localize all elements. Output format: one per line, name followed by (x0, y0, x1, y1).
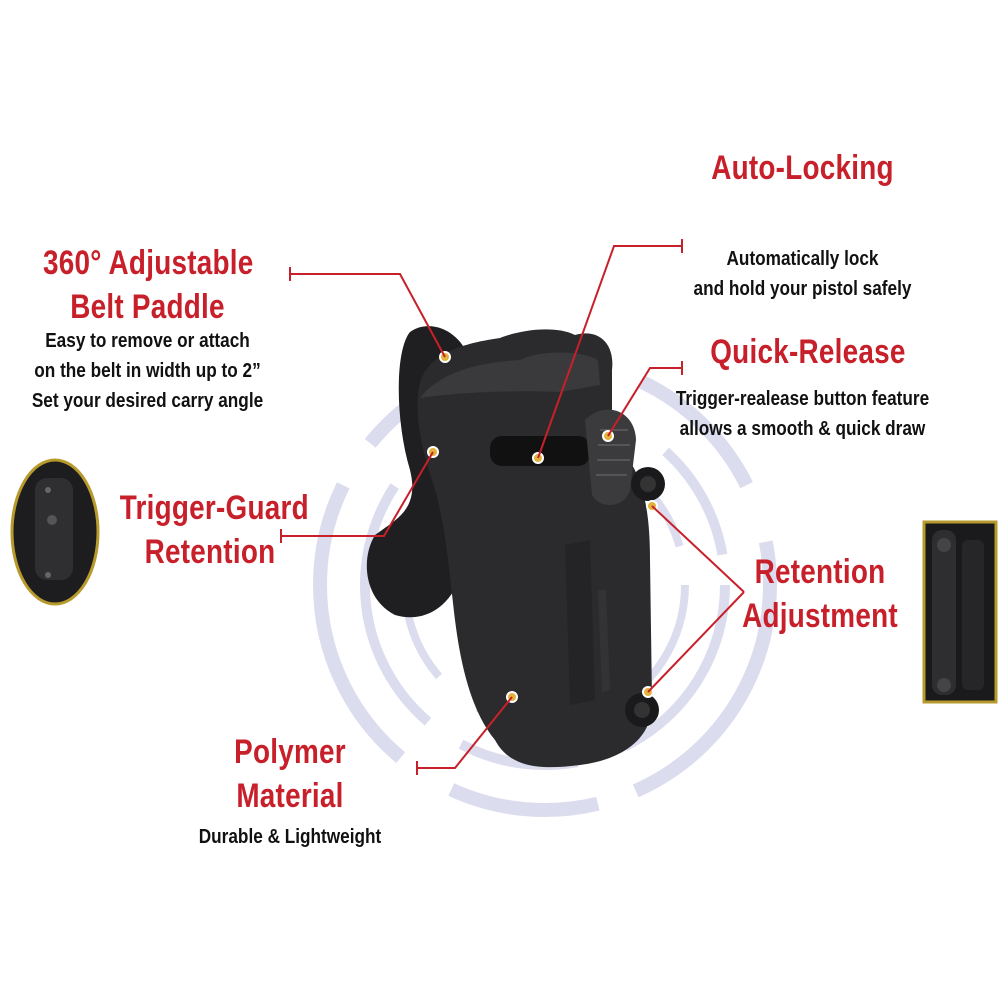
trigger-guard-title: Trigger-Guard Retention (119, 489, 309, 571)
callout-lines (280, 239, 745, 775)
holster-opening (420, 352, 600, 398)
polymer-desc: Durable & Lightweight (198, 826, 382, 848)
retention-detail-inset (922, 520, 998, 704)
belt-paddle-title: 360° Adjustable Belt Paddle (42, 244, 254, 326)
paddle-detail-inset (10, 458, 100, 606)
polymer-title: Polymer Material (234, 733, 346, 815)
quick-release-desc: Trigger-realease button feature allows a… (675, 388, 930, 440)
quick-release-title: Quick-Release (710, 333, 906, 371)
release-button (585, 409, 636, 506)
auto-locking-title: Auto-Locking (711, 149, 894, 187)
holster-body (417, 329, 653, 768)
retention-adjustment-title: Retention Adjustment (742, 553, 898, 635)
belt-paddle-desc: Easy to remove or attach on the belt in … (31, 330, 264, 412)
auto-locking-desc: Automatically lock and hold your pistol … (693, 248, 912, 300)
